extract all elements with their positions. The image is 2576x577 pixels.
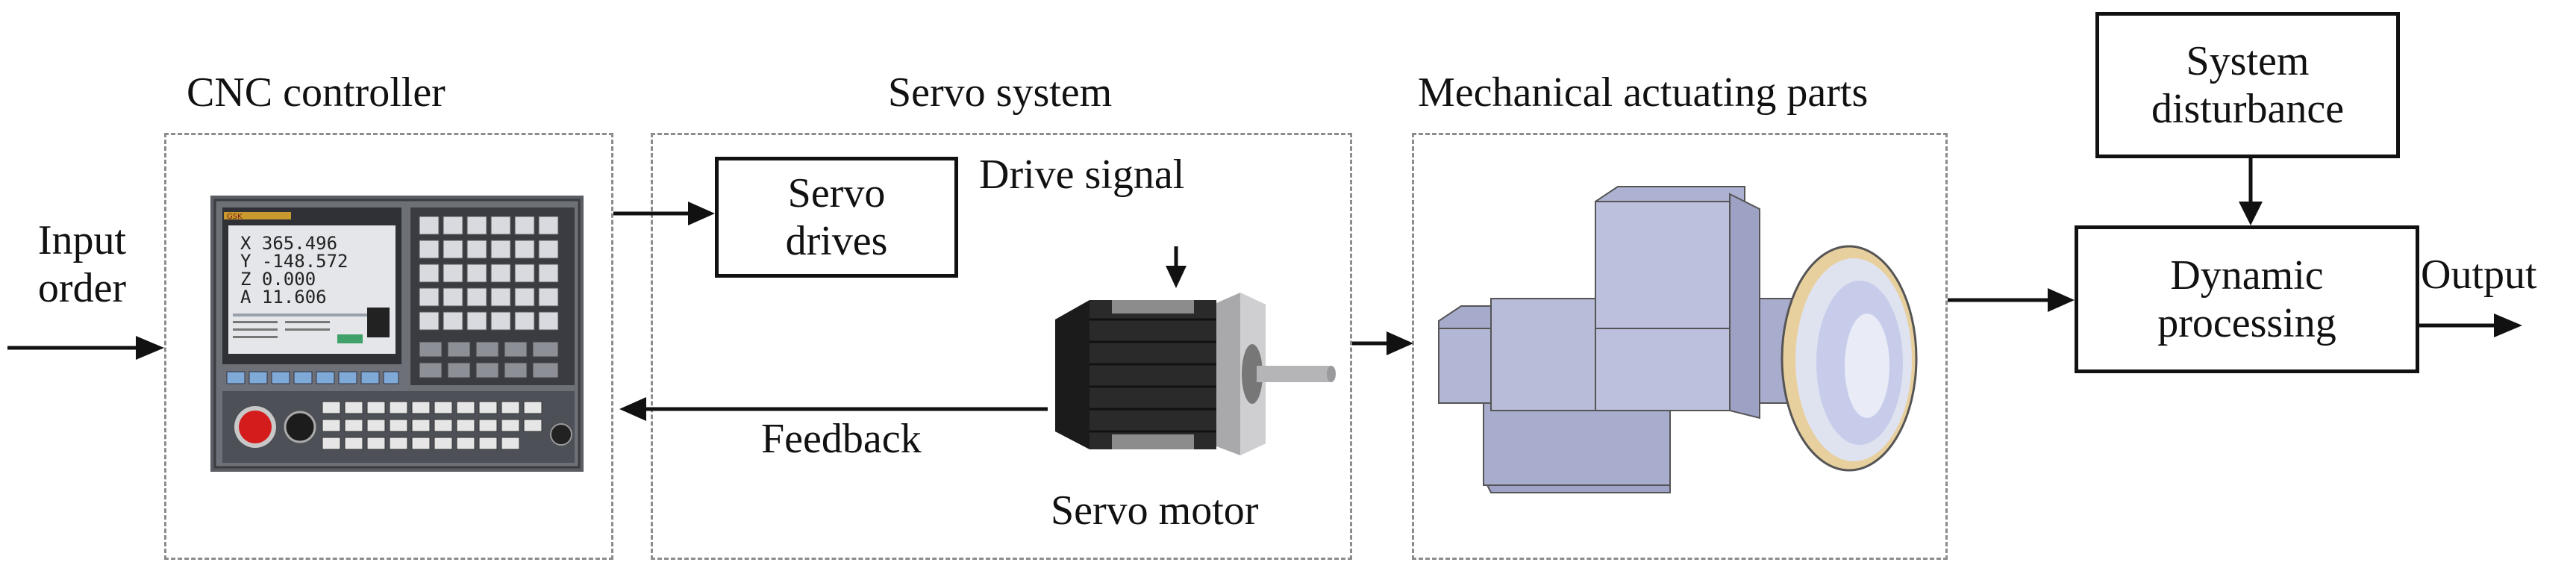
cnc-to-drives-arrowhead <box>688 202 715 225</box>
screen-row-z: Z 0.000 <box>240 269 316 290</box>
servo-drives-box: Servo drives <box>715 157 958 278</box>
input-label-line1: Input <box>37 217 127 263</box>
dynamic-processing-line2: processing <box>2157 300 2336 346</box>
screen-row-a: A 11.606 <box>240 287 327 308</box>
mechanical-parts-title: Mechanical actuating parts <box>1418 69 1869 116</box>
feedback-label: Feedback <box>761 416 922 462</box>
mechanical-parts-group <box>1412 133 1948 560</box>
system-disturbance-box: System disturbance <box>2095 12 2400 158</box>
dynamic-processing-box: Dynamic processing <box>2075 225 2419 373</box>
output-arrowhead <box>2494 314 2522 337</box>
servo-motor-image <box>1055 293 1336 455</box>
drive-signal-arrowhead <box>1166 266 1187 288</box>
input-arrowhead <box>136 336 164 360</box>
disturbance-arrowhead <box>2239 202 2263 225</box>
system-disturbance-line2: disturbance <box>2151 86 2345 132</box>
cnc-controller-panel-image: GSK X 365.496 Y -148.572 Z 0.000 A 11.60… <box>210 196 584 472</box>
servo-motor-label: Servo motor <box>1051 487 1259 534</box>
mechanical-parts-image <box>1438 186 1918 493</box>
servo-to-mech-arrowhead <box>1387 331 1413 355</box>
system-disturbance-line1: System <box>2186 37 2310 84</box>
mech-to-dynamic-arrowhead <box>2048 288 2075 312</box>
cnc-controller-title: CNC controller <box>187 69 446 116</box>
servo-drives-line1: Servo <box>787 169 886 216</box>
screen-row-y: Y -148.572 <box>240 251 348 272</box>
output-label: Output <box>2421 252 2537 298</box>
servo-system-group <box>651 133 1352 560</box>
screen-row-x: X 365.496 <box>240 233 337 254</box>
input-label-line2: order <box>37 265 127 312</box>
cnc-controller-group <box>164 133 613 560</box>
input-order-label: Input order <box>7 216 157 313</box>
dynamic-processing-line1: Dynamic <box>2170 252 2324 299</box>
servo-drives-line2: drives <box>785 218 888 264</box>
feedback-arrowhead <box>619 397 646 421</box>
cnc-brand-text: GSK <box>227 213 243 221</box>
servo-system-title: Servo system <box>888 69 1113 116</box>
drive-signal-label: Drive signal <box>979 152 1185 198</box>
